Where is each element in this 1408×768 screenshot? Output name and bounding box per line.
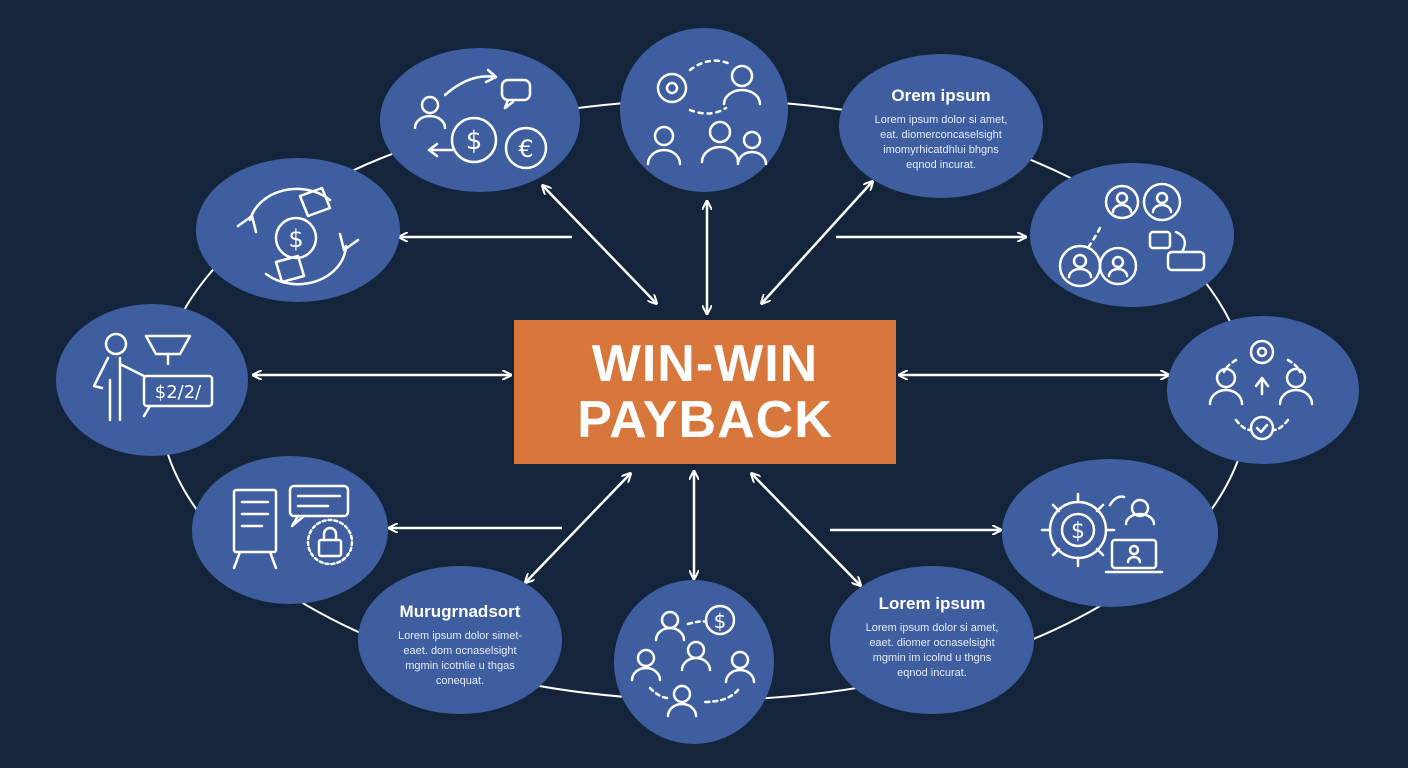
node-body: Lorem ipsum dolor simet- eaet. dom ocnas… bbox=[398, 629, 522, 689]
dollar-gear-laptop-icon: $ bbox=[1040, 492, 1164, 574]
team-gear-cycle-icon bbox=[1208, 339, 1314, 441]
center-box: WIN-WIN PAYBACK bbox=[514, 320, 896, 464]
svg-text:$: $ bbox=[288, 225, 303, 253]
node-title: Orem ipsum bbox=[891, 86, 991, 105]
node-n7 bbox=[830, 566, 1034, 714]
presenter-board-price-icon: $2/2/ bbox=[92, 332, 214, 422]
node-body-line: eat. diomerconcaselsight bbox=[880, 129, 1002, 141]
arrow-to-n3 bbox=[762, 182, 872, 303]
svg-text:$: $ bbox=[714, 609, 727, 633]
node-body-line: Lorem ipsum dolor si amet, bbox=[874, 114, 1008, 126]
dollar-recycle-arrows-icon: $ bbox=[236, 186, 360, 286]
people-gear-network-icon bbox=[646, 59, 768, 166]
people-gear-collaboration-icon bbox=[1058, 182, 1206, 288]
node-title: Murugrnadsort bbox=[399, 602, 521, 621]
node-body-line: mgmin im icolnd u thgns bbox=[872, 652, 992, 664]
text-node-n3: Orem ipsum Lorem ipsum dolor si amet, ea… bbox=[850, 86, 1032, 173]
center-title-line1: WIN-WIN bbox=[591, 335, 819, 393]
arrow-to-n1 bbox=[543, 186, 656, 303]
people-dollar-network-icon: $ bbox=[630, 604, 756, 718]
node-n9 bbox=[358, 566, 562, 714]
node-body-line: eaet. dom ocnaselsight bbox=[403, 645, 517, 657]
text-node-n9: Murugrnadsort Lorem ipsum dolor simet- e… bbox=[369, 602, 551, 689]
node-body-line: Lorem ipsum dolor si amet, bbox=[865, 622, 999, 634]
svg-text:€: € bbox=[518, 135, 533, 163]
node-n2 bbox=[620, 28, 788, 192]
arrow-to-n7 bbox=[752, 474, 860, 585]
node-n4 bbox=[1030, 163, 1234, 307]
node-body-line: Lorem ipsum dolor simet- bbox=[397, 630, 523, 642]
node-n10 bbox=[192, 456, 388, 604]
node-body-line: imomyrhicatdhlui bhgns bbox=[883, 144, 999, 156]
node-body-line: eqnod incurat. bbox=[897, 667, 967, 679]
presentation-chat-lock-icon bbox=[232, 484, 354, 570]
node-n3 bbox=[839, 54, 1043, 198]
node-body-line: eqnod incurat. bbox=[906, 159, 976, 171]
node-body: Lorem ipsum dolor si amet, eat. diomerco… bbox=[875, 113, 1008, 173]
svg-text:$: $ bbox=[1071, 519, 1085, 544]
exchange-dollar-euro-icon: $ € bbox=[413, 68, 548, 170]
connector-arrows bbox=[254, 182, 1168, 585]
node-body-line: eaet. diomer ocnaselsight bbox=[869, 637, 995, 649]
svg-text:$: $ bbox=[466, 126, 483, 156]
node-n12 bbox=[196, 158, 400, 302]
arrow-to-n9 bbox=[526, 474, 630, 582]
text-node-n7: Lorem ipsum Lorem ipsum dolor si amet, e… bbox=[841, 594, 1023, 681]
price-label: $2/2/ bbox=[155, 382, 202, 403]
node-n11 bbox=[56, 304, 248, 456]
node-n6 bbox=[1002, 459, 1218, 607]
node-body: Lorem ipsum dolor si amet, eaet. diomer … bbox=[866, 621, 999, 681]
node-body-line: conequat. bbox=[435, 675, 485, 687]
node-title: Lorem ipsum bbox=[878, 594, 986, 613]
center-title-line2: PAYBACK bbox=[577, 391, 833, 449]
node-body-line: mgmin icotnlie u thgas bbox=[405, 660, 515, 672]
